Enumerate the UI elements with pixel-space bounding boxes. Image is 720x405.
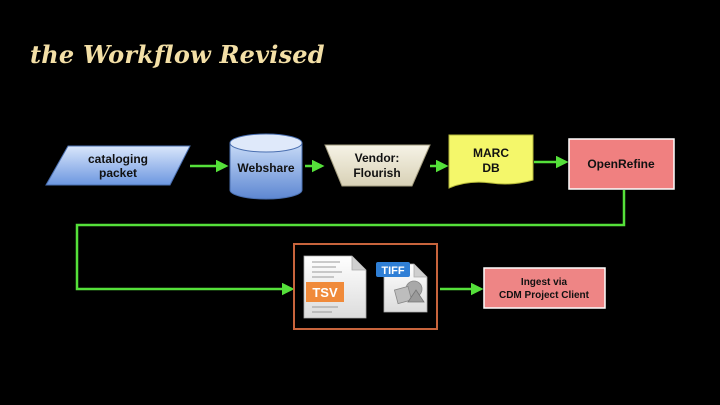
tsv-file-icon: TSV	[303, 255, 367, 319]
ingest-line1: Ingest via	[521, 277, 568, 288]
slide-title: the Workflow Revised	[30, 40, 325, 69]
node-webshare: Webshare	[229, 133, 303, 200]
marc-db-line2: DB	[482, 161, 500, 175]
marc-db-line1: MARC	[473, 146, 509, 160]
node-cataloging-packet: cataloging packet	[45, 145, 191, 186]
arrow-openrefine-to-files	[75, 190, 626, 296]
node-ingest: Ingest via CDM Project Client	[483, 267, 606, 309]
connectors	[75, 155, 626, 296]
node-files-group: TSV TIFF	[293, 243, 438, 330]
ingest-line2: CDM Project Client	[499, 290, 590, 301]
node-vendor: Vendor: Flourish	[324, 144, 431, 187]
node-marc-db: MARC DB	[448, 134, 534, 189]
cataloging-packet-line1: cataloging	[88, 152, 148, 166]
tiff-file-icon: TIFF	[376, 262, 428, 313]
tiff-badge: TIFF	[381, 265, 404, 277]
tsv-badge: TSV	[312, 285, 338, 300]
node-openrefine: OpenRefine	[568, 138, 675, 190]
openrefine-label: OpenRefine	[587, 157, 655, 171]
vendor-line1: Vendor:	[355, 151, 400, 165]
webshare-label: Webshare	[237, 161, 294, 175]
cataloging-packet-line2: packet	[99, 166, 137, 180]
vendor-line2: Flourish	[353, 166, 400, 180]
